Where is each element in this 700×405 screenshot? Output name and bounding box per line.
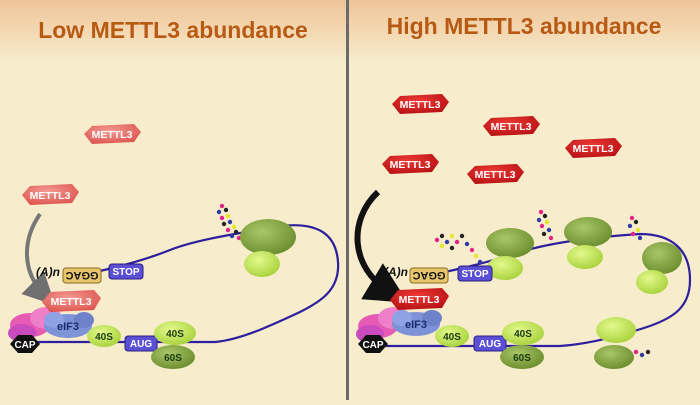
ribosome [486, 228, 534, 280]
m6a-modification [627, 215, 643, 241]
svg-text:40S: 40S [166, 329, 184, 340]
svg-text:METTL3: METTL3 [390, 159, 431, 171]
svg-text:METTL3: METTL3 [400, 99, 441, 111]
aug-codon: AUG [473, 335, 507, 352]
ribosome-80s: 40S 60S [151, 321, 196, 369]
svg-text:40S: 40S [443, 332, 461, 343]
m6a-modification [434, 233, 483, 265]
svg-text:METTL3: METTL3 [573, 143, 614, 155]
svg-text:STOP: STOP [112, 267, 139, 278]
ribosome-80s: 40S 60S [500, 321, 544, 369]
ggac-motif: GGAC [409, 267, 449, 284]
svg-text:CAP: CAP [14, 340, 35, 351]
ggac-motif: GGAC [62, 267, 102, 284]
eif3-complex: eIF3 [392, 310, 442, 336]
m6a-modification [536, 209, 554, 241]
aug-codon: AUG [124, 335, 158, 352]
svg-text:AUG: AUG [479, 339, 501, 350]
poly-a-label: (A)n [384, 265, 408, 279]
mettl3-protein: METTL3 [565, 138, 622, 158]
svg-text:CAP: CAP [362, 340, 383, 351]
svg-text:GGAC: GGAC [65, 269, 98, 281]
mettl3-bound: METTL3 [42, 290, 101, 312]
svg-text:GGAC: GGAC [412, 269, 445, 281]
svg-text:METTL3: METTL3 [30, 190, 71, 202]
svg-text:AUG: AUG [130, 339, 152, 350]
panel-header [349, 0, 700, 62]
ribosome-40s: 40S [87, 325, 121, 347]
panel-high-abundance: High METTL3 abundance METTL3 METTL3 METT… [349, 0, 700, 400]
svg-text:40S: 40S [95, 332, 113, 343]
panel-divider [346, 0, 349, 400]
stop-codon: STOP [457, 265, 493, 282]
mettl3-protein: METTL3 [22, 184, 79, 205]
ribosome [564, 217, 612, 269]
ribosome-40s: 40S [435, 325, 469, 347]
svg-text:eIF3: eIF3 [57, 321, 79, 333]
svg-text:60S: 60S [164, 353, 182, 364]
recruitment-arrow [354, 189, 408, 303]
mettl3-protein: METTL3 [84, 124, 141, 144]
svg-text:60S: 60S [513, 353, 531, 364]
svg-text:METTL3: METTL3 [475, 169, 516, 181]
svg-text:eIF3: eIF3 [405, 319, 427, 331]
eif3-complex: eIF3 [44, 312, 94, 338]
mrna-strand [25, 224, 340, 344]
svg-text:40S: 40S [514, 329, 532, 340]
ribosome [240, 219, 296, 277]
svg-text:METTL3: METTL3 [399, 294, 440, 306]
cap: CAP [358, 335, 388, 353]
mettl3-protein: METTL3 [382, 154, 439, 174]
svg-text:STOP: STOP [461, 269, 488, 280]
poly-a-label: (A)n [36, 265, 60, 279]
panel-header [0, 0, 346, 62]
m6a-modification [216, 203, 242, 241]
svg-text:METTL3: METTL3 [51, 296, 92, 308]
svg-text:METTL3: METTL3 [491, 121, 532, 133]
svg-text:METTL3: METTL3 [92, 129, 133, 141]
ribosome [636, 242, 682, 294]
recruitment-arrow [21, 212, 56, 306]
panel-title: High METTL3 abundance [387, 13, 662, 39]
mettl3-protein: METTL3 [483, 116, 540, 136]
panel-low-abundance: Low METTL3 abundance METTL3 METTL3 [0, 0, 346, 400]
mettl3-bound: METTL3 [390, 288, 449, 310]
mettl3-protein: METTL3 [392, 94, 449, 114]
stop-codon: STOP [108, 263, 144, 280]
panel-title: Low METTL3 abundance [38, 17, 308, 43]
cap: CAP [10, 335, 40, 353]
mettl3-protein: METTL3 [467, 164, 524, 184]
ribosome [594, 317, 636, 369]
